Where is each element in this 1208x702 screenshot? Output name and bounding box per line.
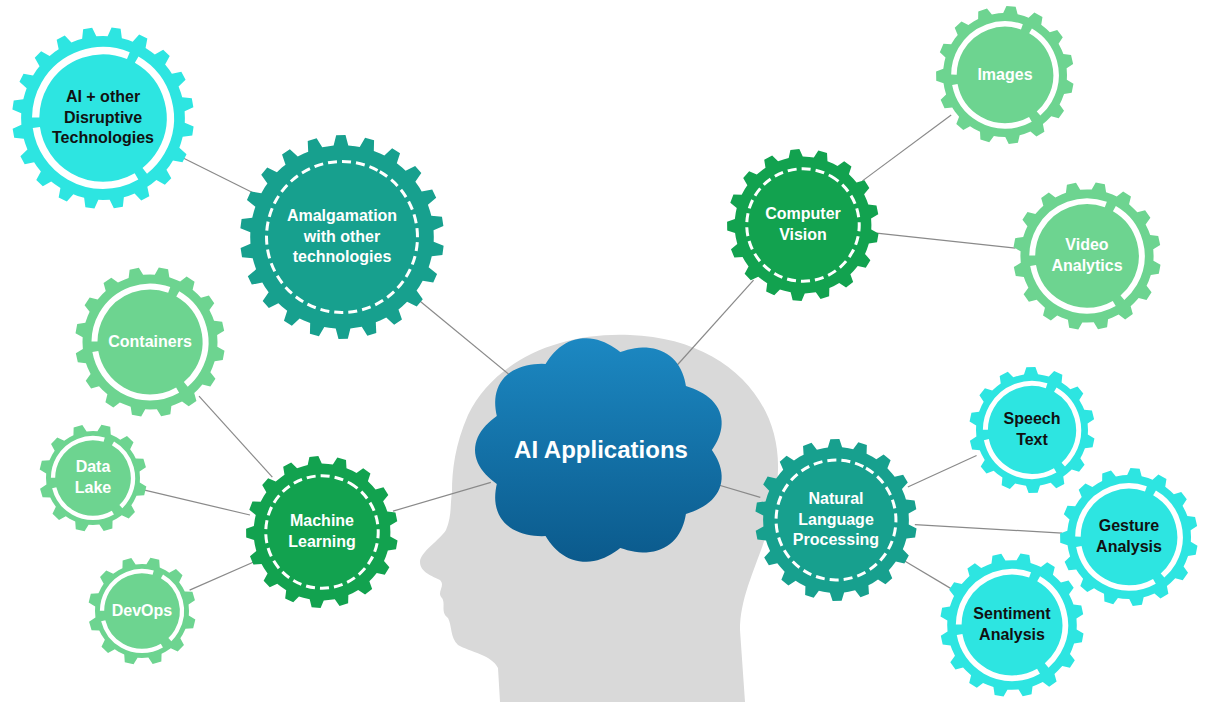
gear-node: Natural Language Processing bbox=[755, 439, 917, 601]
gear-ring bbox=[754, 438, 918, 602]
gear-ring bbox=[1012, 181, 1162, 331]
gear-shape bbox=[39, 424, 147, 532]
gear-node: Containers bbox=[75, 267, 225, 417]
gear-ring bbox=[11, 26, 195, 210]
gear-body bbox=[12, 27, 193, 208]
gear-node: Gesture Analysis bbox=[1060, 468, 1198, 606]
gear-label: Computer Vision bbox=[751, 204, 854, 246]
gear-shape bbox=[969, 367, 1095, 493]
brain-cloud: AI Applications bbox=[475, 337, 727, 563]
connector-line bbox=[199, 396, 272, 477]
gear-label: Amalgamation with other technologies bbox=[273, 206, 412, 268]
gear-ring bbox=[87, 556, 196, 665]
gear-body bbox=[40, 425, 147, 532]
connector-line bbox=[190, 562, 255, 590]
connector-line bbox=[908, 455, 977, 487]
gear-node: Data Lake bbox=[39, 424, 147, 532]
gear-body bbox=[1014, 183, 1161, 330]
gear-node: Video Analytics bbox=[1013, 182, 1161, 330]
gear-label: Containers bbox=[99, 332, 201, 353]
gear-ring bbox=[1059, 467, 1198, 606]
connector-line bbox=[915, 525, 1062, 534]
gear-ring bbox=[968, 366, 1095, 493]
gear-node: AI + other Disruptive Technologies bbox=[12, 27, 194, 209]
gear-body bbox=[76, 268, 225, 417]
gear-label: AI + other Disruptive Technologies bbox=[41, 87, 165, 149]
gear-label: Data Lake bbox=[56, 457, 129, 499]
connector-line bbox=[862, 115, 951, 181]
gear-shape bbox=[1060, 468, 1198, 606]
connector-line bbox=[419, 301, 515, 380]
gear-node: Machine Learning bbox=[246, 456, 398, 608]
gear-body bbox=[755, 439, 916, 601]
gear-ring bbox=[74, 266, 226, 418]
gear-body bbox=[1060, 468, 1197, 606]
gear-node: Sentiment Analysis bbox=[940, 553, 1084, 697]
connector-line bbox=[183, 158, 253, 193]
gear-ring bbox=[38, 423, 147, 532]
gear-shape bbox=[727, 149, 879, 301]
gear-body bbox=[246, 456, 397, 608]
gear-node: Computer Vision bbox=[727, 149, 879, 301]
gear-shape bbox=[940, 553, 1084, 697]
connector-line bbox=[393, 482, 491, 511]
gear-body bbox=[940, 553, 1083, 696]
head-shape bbox=[420, 335, 778, 702]
gear-label: Sentiment Analysis bbox=[963, 604, 1061, 646]
gear-ring bbox=[726, 148, 880, 302]
gear-ring bbox=[935, 5, 1074, 144]
gear-node: Amalgamation with other technologies bbox=[240, 135, 444, 339]
gear-node: Images bbox=[936, 6, 1074, 144]
connector-line bbox=[674, 280, 754, 369]
gear-body bbox=[970, 367, 1095, 493]
gear-ring bbox=[239, 134, 445, 340]
gear-label: Speech Text bbox=[989, 409, 1075, 451]
connector-line bbox=[877, 233, 1016, 248]
gear-label: Images bbox=[958, 65, 1052, 86]
gear-body bbox=[936, 6, 1073, 144]
gear-label: DevOps bbox=[105, 601, 178, 622]
gear-node: DevOps bbox=[88, 557, 196, 665]
connector-line bbox=[904, 560, 952, 589]
gear-label: Natural Language Processing bbox=[781, 489, 891, 551]
gear-body bbox=[89, 558, 196, 665]
gear-label: Machine Learning bbox=[270, 511, 373, 553]
gear-ring bbox=[939, 552, 1085, 698]
gear-body bbox=[727, 149, 878, 301]
brain-label: AI Applications bbox=[495, 434, 707, 465]
gear-node: Speech Text bbox=[969, 367, 1095, 493]
connector-line bbox=[144, 490, 250, 515]
gear-label: Gesture Analysis bbox=[1082, 516, 1176, 558]
gear-body bbox=[240, 135, 443, 339]
gear-label: Video Analytics bbox=[1037, 235, 1138, 277]
brain-body bbox=[475, 338, 722, 562]
gear-shape bbox=[1013, 182, 1161, 330]
gear-ring bbox=[245, 455, 399, 609]
gear-shape bbox=[246, 456, 398, 608]
